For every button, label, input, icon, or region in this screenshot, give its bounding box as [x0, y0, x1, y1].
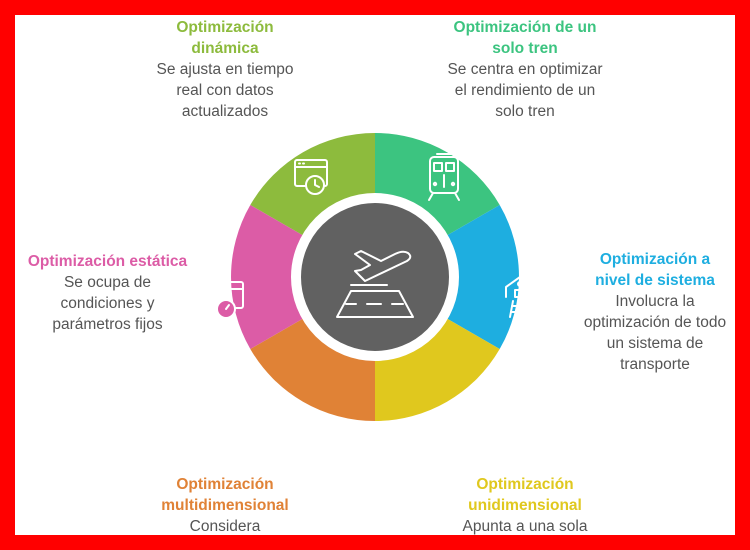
diagram-canvas: Optimización dinámica Se ajusta en tiemp… [15, 15, 735, 535]
airplane-runway-icon [336, 250, 414, 318]
segment-unidimensional [375, 316, 500, 421]
cycle-wheel [208, 133, 535, 447]
label-dinamica: Optimización dinámica Se ajusta en tiemp… [150, 17, 300, 122]
station-track-icon [505, 276, 535, 318]
desc-dinamica: Se ajusta en tiempo real con datos actua… [156, 61, 294, 120]
desc-estatica: Se ocupa de condiciones y parámetros fij… [52, 274, 163, 333]
label-estatica: Optimización estática Se ocupa de condic… [25, 251, 190, 335]
desc-sistema: Involucra la optimización de todo un sis… [583, 293, 727, 373]
title-multidimensional: Optimización multidimensional [161, 476, 289, 514]
label-solo-tren: Optimización de un solo tren Se centra e… [445, 17, 605, 122]
gear-arrows-icon [284, 409, 322, 447]
title-estatica: Optimización estática [27, 253, 188, 270]
segment-solo-tren [375, 133, 500, 238]
title-solo-tren: Optimización de un solo tren [453, 19, 597, 57]
train-icon [428, 153, 460, 201]
desc-multidimensional: Considera [189, 518, 261, 535]
desc-solo-tren: Se centra en optimizar el rendimiento de… [447, 61, 603, 120]
segment-sistema [443, 205, 519, 349]
title-sistema: Optimización a nivel de sistema [595, 251, 715, 289]
label-sistema: Optimización a nivel de sistema Involucr… [581, 249, 729, 375]
browser-clock-icon [294, 159, 328, 195]
label-unidimensional: Optimización unidimensional Apunta a una… [445, 474, 605, 535]
gear-chart-icon [428, 411, 462, 445]
label-multidimensional: Optimización multidimensional Considera [145, 474, 305, 535]
title-dinamica: Optimización dinámica [176, 19, 274, 57]
segment-estatica [231, 205, 307, 349]
segment-multidimensional [250, 316, 375, 421]
browser-stopwatch-icon [208, 281, 244, 319]
title-unidimensional: Optimización unidimensional [468, 476, 582, 514]
desc-unidimensional: Apunta a una sola [462, 518, 588, 535]
